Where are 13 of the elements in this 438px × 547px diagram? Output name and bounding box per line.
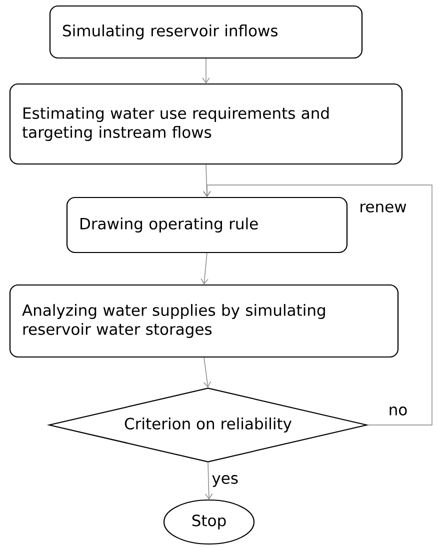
edge-label: yes [210,474,240,488]
loop-label: renew [358,202,408,214]
arrow [203,357,212,388]
process-box: Analyzing water supplies by simulating reservoir water storages [9,284,399,358]
arrow [203,184,432,426]
process-box: Simulating reservoir inflows [49,5,363,59]
arrow [200,252,208,284]
arrow [205,462,213,500]
arrow [202,164,211,197]
arrow [202,58,210,84]
process-box: Drawing operating rule [66,196,348,254]
process-box: Estimating water use requirements and targeting instream flows [9,83,403,165]
edge-label: no [387,406,409,416]
